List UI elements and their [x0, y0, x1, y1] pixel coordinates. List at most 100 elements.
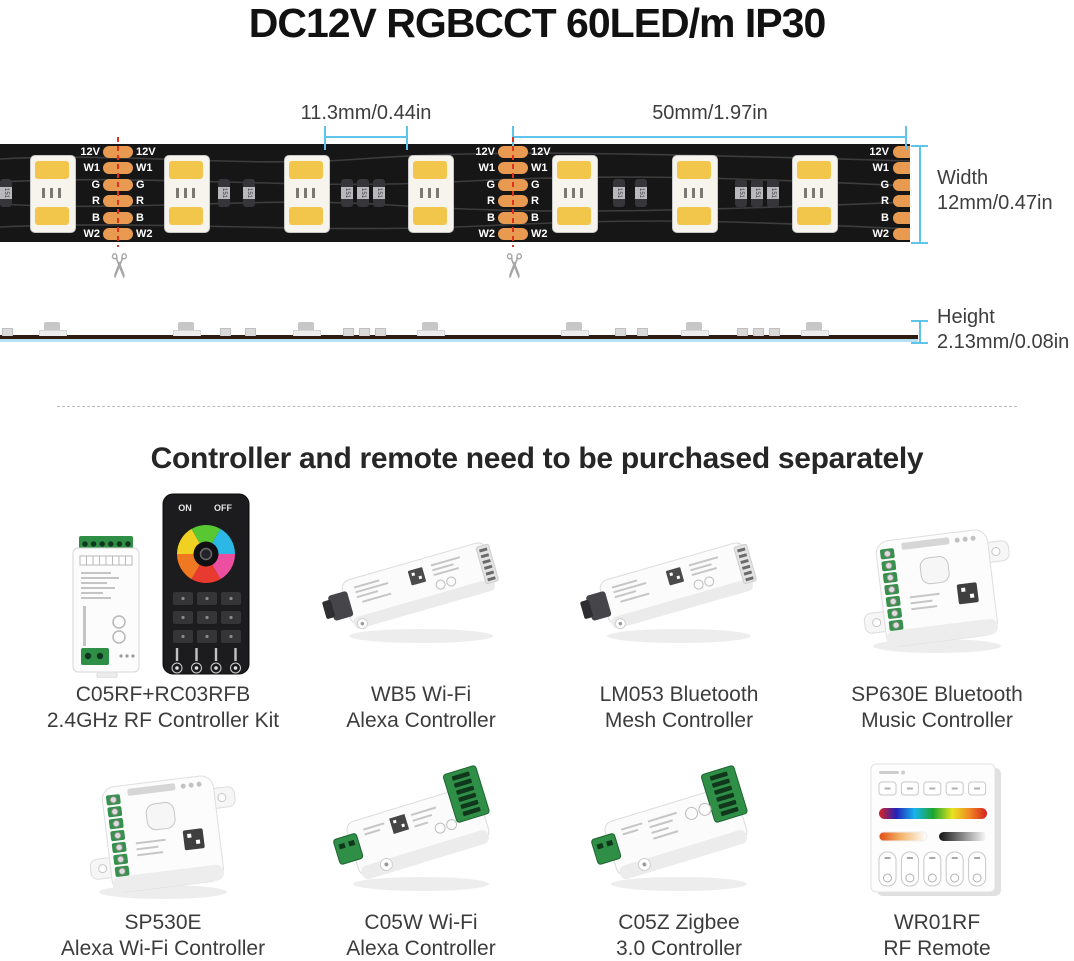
product-label: C05RF+RC03RFB 2.4GHz RF Controller Kit	[47, 682, 279, 735]
controller-kit-graphic: ON OFF	[72, 493, 250, 678]
led-electrode	[684, 188, 687, 198]
pad-label: G	[136, 178, 145, 191]
resistor-band: 151	[357, 187, 369, 199]
resistor: 151	[341, 179, 353, 207]
led-chip	[672, 155, 718, 233]
product-card-sp630e: SP630E Bluetooth Music Controller	[808, 492, 1066, 735]
pad-label: W1	[872, 162, 890, 175]
led-electrode	[192, 188, 195, 198]
side-view-resistor-bump	[359, 328, 370, 336]
page-title: DC12V RGBCCT 60LED/m IP30	[248, 0, 827, 46]
product-card-c05z: C05Z Zigbee 3.0 Controller	[550, 756, 808, 961]
pad-label: B	[881, 211, 889, 224]
side-view-resistor-bump	[637, 328, 648, 336]
rainbow-color-bar	[879, 808, 987, 819]
side-view-led-base	[173, 330, 201, 336]
product-name-line2: RF Remote	[883, 937, 991, 961]
led-electrode	[692, 188, 695, 198]
dashed-divider	[57, 406, 1017, 407]
pad-label: W1	[136, 162, 153, 175]
pad-label: B	[92, 211, 100, 224]
rf-remote-graphic: ON OFF	[162, 493, 250, 675]
side-view-led-cap	[806, 322, 822, 330]
led-electrode	[420, 188, 423, 198]
resistor-band: 151	[243, 187, 255, 199]
side-view-resistor-bump	[220, 328, 231, 336]
led-electrode	[304, 188, 307, 198]
led-electrode	[312, 188, 315, 198]
led-electrode	[436, 188, 439, 198]
product-image-wb5	[316, 492, 526, 678]
side-view-led-cap	[422, 322, 438, 330]
resistor: 151	[751, 179, 763, 207]
product-name-line1: C05RF+RC03RFB	[75, 683, 251, 706]
resistor-band: 151	[218, 187, 230, 199]
led-electrode	[564, 188, 567, 198]
side-view-led-cap	[178, 322, 194, 330]
product-card-wr01rf: WR01RF RF Remote	[808, 756, 1066, 961]
product-name-line2: 3.0 Controller	[615, 937, 743, 961]
section-heading: Controller and remote need to be purchas…	[150, 442, 924, 475]
led-electrode	[804, 188, 807, 198]
led-phosphor	[169, 207, 203, 225]
led-phosphor	[557, 161, 591, 179]
cut-line	[512, 137, 514, 247]
led-phosphor	[413, 161, 447, 179]
led-phosphor	[797, 161, 831, 179]
side-view-led-base	[293, 330, 321, 336]
led-electrode	[176, 188, 179, 198]
pad-label: W1	[531, 162, 548, 175]
width-label: Width	[937, 167, 989, 189]
dimension-tick	[911, 242, 928, 244]
product-grid-row1: ON OFF	[34, 492, 1066, 735]
product-card-c05w: C05W Wi-Fi Alexa Controller	[292, 756, 550, 961]
remote-on-button: ON	[178, 503, 192, 513]
resistor: 151	[243, 179, 255, 207]
scissors-icon: ✂	[494, 251, 532, 281]
stick-controller-graphic	[580, 542, 757, 643]
led-phosphor	[289, 207, 323, 225]
product-label: C05Z Zigbee 3.0 Controller	[616, 910, 742, 961]
pad-label: R	[92, 195, 100, 208]
solder-pad	[893, 178, 910, 191]
side-view-adhesive	[0, 339, 918, 342]
led-phosphor	[35, 207, 69, 225]
product-label: WR01RF RF Remote	[883, 910, 990, 961]
product-name-line2: Alexa Controller	[346, 709, 496, 733]
solder-pad	[893, 162, 910, 175]
resistor-band: 151	[613, 187, 625, 199]
resistor-band: 151	[341, 187, 353, 199]
side-view-resistor-bump	[769, 328, 780, 336]
product-image-c05z	[579, 756, 779, 906]
solder-pad	[893, 146, 910, 158]
pad-label: R	[136, 195, 144, 208]
product-card-sp530e: SP530E Alexa Wi-Fi Controller	[34, 756, 292, 961]
side-view-resistor-bump	[737, 328, 748, 336]
led-chip	[552, 155, 598, 233]
strip-side-view	[0, 322, 918, 344]
product-card-wb5: WB5 Wi-Fi Alexa Controller	[292, 492, 550, 735]
pad-label: B	[487, 211, 495, 224]
remote-off-button: OFF	[214, 503, 232, 513]
product-name-line1: SP630E Bluetooth	[851, 683, 1023, 706]
pad-label: 12V	[531, 146, 551, 158]
terminal-controller-graphic	[591, 765, 748, 891]
cool-white-bar	[939, 832, 987, 841]
resistor-code: 151	[638, 187, 644, 198]
side-view-led-base	[561, 330, 589, 336]
product-name-line1: C05Z Zigbee	[618, 911, 740, 934]
terminal-controller-graphic	[333, 765, 490, 891]
pad-label: G	[486, 178, 495, 191]
stick-controller-graphic	[322, 542, 499, 643]
resistor: 151	[635, 179, 647, 207]
box-controller-graphic	[89, 775, 236, 899]
resistor: 151	[357, 179, 369, 207]
led-chip	[284, 155, 330, 233]
resistor-code: 151	[246, 187, 252, 198]
led-electrode	[700, 188, 703, 198]
resistor: 151	[373, 179, 385, 207]
led-phosphor	[677, 161, 711, 179]
led-phosphor	[797, 207, 831, 225]
product-name-line1: WR01RF	[893, 911, 981, 934]
